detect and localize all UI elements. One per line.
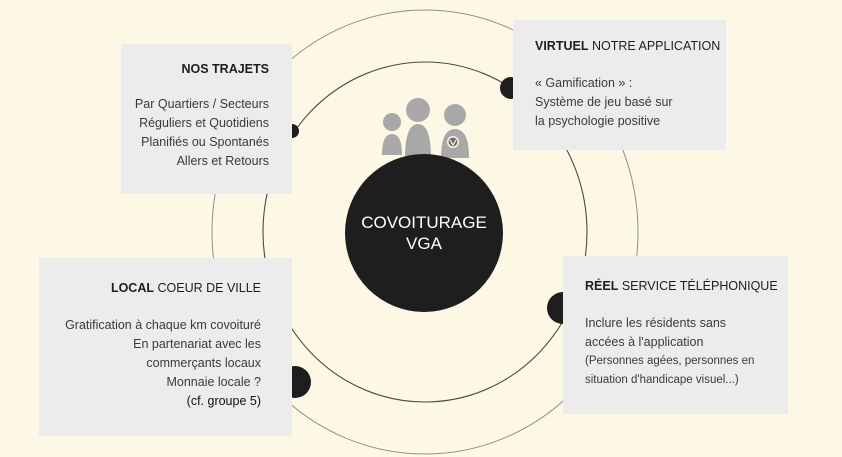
people-group-icon: [382, 98, 469, 158]
card-line: (cf. groupe 5): [186, 394, 261, 408]
card-reel: RÉEL SERVICE TÉLÉPHONIQUE Inclure les ré…: [563, 256, 788, 414]
card-line: Système de jeu basé sur: [535, 95, 673, 109]
card-line: Réguliers et Quotidiens: [139, 116, 269, 130]
card-line: Allers et Retours: [176, 154, 269, 168]
card-line: la psychologie positive: [535, 114, 661, 128]
card-title-rest: SERVICE TÉLÉPHONIQUE: [618, 279, 778, 293]
card-nos-trajets: NOS TRAJETS Par Quartiers / Secteurs Rég…: [121, 44, 292, 194]
card-line: En partenariat avec les: [133, 337, 261, 351]
card-line: accées à l'application: [585, 335, 704, 349]
card-title: VIRTUEL NOTRE APPLICATION: [535, 37, 720, 56]
card-line: Monnaie locale ?: [166, 375, 261, 389]
card-line: Planifiés ou Spontanés: [141, 135, 269, 149]
outer-orbit: [211, 9, 639, 455]
card-title-rest: COEUR DE VILLE: [154, 281, 261, 295]
card-title: LOCAL COEUR DE VILLE: [65, 279, 261, 298]
card-title-rest: NOTRE APPLICATION: [588, 39, 721, 53]
card-line: « Gamification » :: [535, 76, 633, 90]
card-virtuel: VIRTUEL NOTRE APPLICATION « Gamification…: [513, 20, 726, 150]
card-title: NOS TRAJETS: [135, 60, 269, 79]
inner-orbit: [262, 61, 588, 403]
card-title-bold: VIRTUEL: [535, 39, 589, 53]
card-line: Par Quartiers / Secteurs: [134, 97, 269, 111]
card-title-bold: RÉEL: [585, 279, 619, 293]
card-line: situation d'handicape visuel...): [585, 374, 739, 386]
card-title: RÉEL SERVICE TÉLÉPHONIQUE: [585, 277, 778, 296]
card-title-bold: NOS TRAJETS: [181, 62, 269, 76]
card-line: (Personnes agées, personnes en: [585, 355, 755, 367]
center-hub: [345, 154, 503, 312]
card-line: Gratification à chaque km covoituré: [65, 318, 261, 332]
card-local: LOCAL COEUR DE VILLE Gratification à cha…: [39, 258, 292, 436]
card-line: commerçants locaux: [146, 356, 261, 370]
card-title-bold: LOCAL: [110, 281, 155, 295]
card-line: Inclure les résidents sans: [585, 316, 727, 330]
